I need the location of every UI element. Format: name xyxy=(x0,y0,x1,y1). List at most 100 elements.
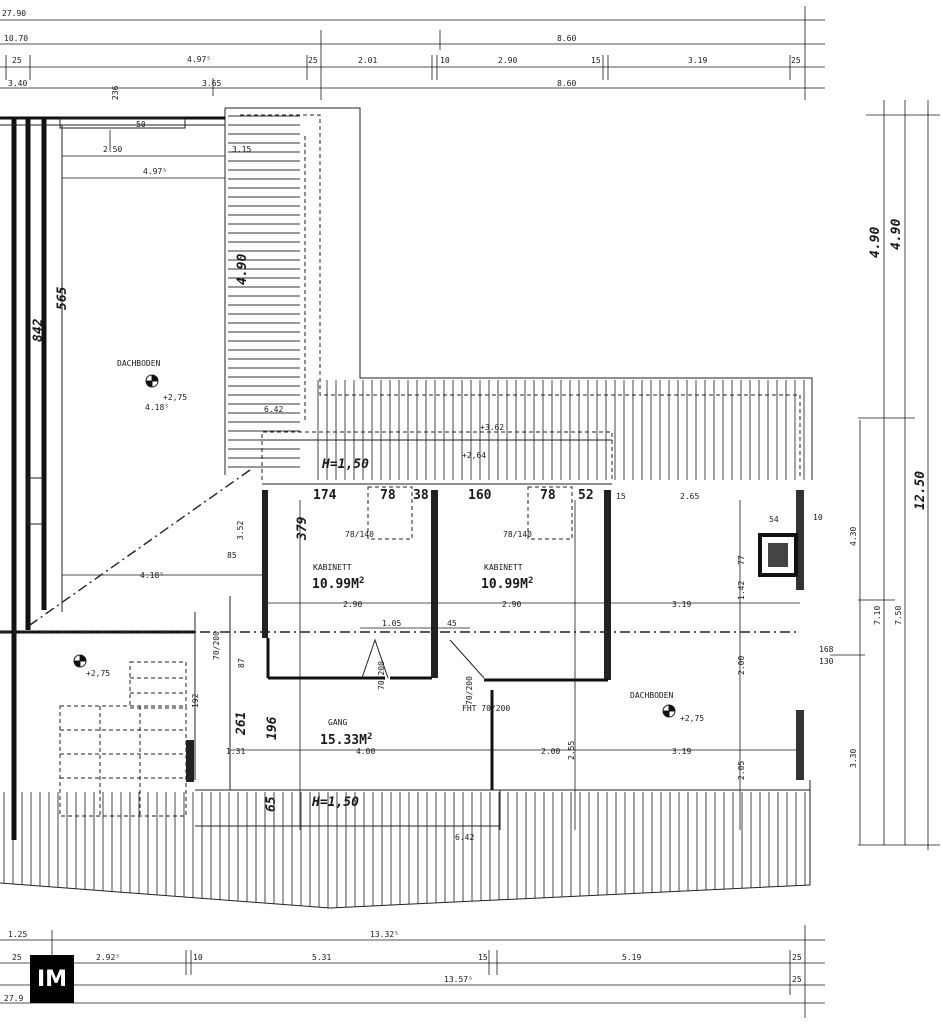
staircase xyxy=(59,661,187,817)
dim-label: 65 xyxy=(264,796,279,812)
dim-label: 2.55 xyxy=(567,741,576,760)
dim-label: 13.57⁵ xyxy=(444,975,473,984)
dim-label: 85 xyxy=(227,551,237,560)
dim-label: 10 xyxy=(813,513,823,522)
dim-label: 4.00 xyxy=(356,747,375,756)
dim-label: 7.50 xyxy=(894,606,903,625)
dim-label: 4.97⁵ xyxy=(187,55,211,64)
dim-label: 168 xyxy=(819,645,834,654)
level-marker-dachboden-top xyxy=(145,374,159,388)
dim-label: 54 xyxy=(769,515,779,524)
dim-label: 1.42 xyxy=(737,581,746,600)
dim-label: 3.65 xyxy=(202,79,221,88)
bottom-dimension-labels: 1.25 13.32⁵ 25 2.92⁵ 10 5.31 15 5.19 25 … xyxy=(4,930,802,1003)
dim-label: 4.97⁵ xyxy=(143,167,167,176)
dim-label: 4.90 xyxy=(235,254,250,285)
dim-label: 160 xyxy=(468,488,492,503)
dim-label: 12.50 xyxy=(913,471,928,510)
dim-label: 78 xyxy=(540,488,556,503)
dim-label: 6.42 xyxy=(264,405,283,414)
room-name-kabinett-2: KABINETT xyxy=(484,563,523,572)
dim-label: 50 xyxy=(136,120,146,129)
room-name-gang: GANG xyxy=(328,718,347,727)
dim-label: 10.70 xyxy=(4,34,28,43)
dim-label: 4.90 xyxy=(889,219,904,250)
dim-label: 27.9 xyxy=(4,994,23,1003)
dim-label: 15 xyxy=(591,56,601,65)
room-area-kabinett-2: 10.99M2 xyxy=(481,576,533,592)
dim-label: 78 xyxy=(380,488,396,503)
dim-label: 77 xyxy=(737,555,746,565)
dim-label: 130 xyxy=(819,657,834,666)
kabinett-labels: 174 78 38 160 78 52 15 2.65 54 78/140 KA… xyxy=(212,405,779,713)
height-line-label-top: H=1,50 xyxy=(321,457,369,472)
dim-label: 8.60 xyxy=(557,34,576,43)
top-dimension-labels: 27.90 10.70 8.60 25 4.97⁵ 25 2.01 10 2.9… xyxy=(2,9,801,88)
room-level-dachboden-top: +2,75 xyxy=(163,393,187,402)
dim-label: 38 xyxy=(413,488,429,503)
dim-label: 3.15 xyxy=(232,145,251,154)
window-label-kabinett-2: 78/140 xyxy=(503,530,532,539)
dim-label: 842 xyxy=(31,318,46,342)
knee-wall-top: H=1,50 xyxy=(261,431,613,480)
dim-label: 10 xyxy=(193,953,203,962)
room-area-gang: 15.33M2 xyxy=(320,732,372,748)
dim-label: 25 xyxy=(12,56,22,65)
roof-ridge-line xyxy=(29,469,251,626)
level-marker-dachboden-right xyxy=(662,704,676,718)
dim-label: 196 xyxy=(265,716,280,740)
dim-label: 25 xyxy=(791,56,801,65)
dim-label: 3.30 xyxy=(849,749,858,768)
left-wing-labels: 2.50 3.15 4.97⁵ 565 842 4.90 DACHBODEN +… xyxy=(31,85,251,580)
dim-label: 3.19 xyxy=(672,600,691,609)
dim-label: 25 xyxy=(12,953,22,962)
gang-labels: GANG 15.33M2 261 196 1.31 4.00 2.00 3.19… xyxy=(86,656,746,842)
dim-label: 4.18⁵ xyxy=(145,403,169,412)
dim-label: 45 xyxy=(447,619,457,628)
dim-label: 2.05 xyxy=(737,761,746,780)
dim-label: 27.90 xyxy=(2,9,26,18)
room-area-kabinett-1: 10.99M2 xyxy=(312,576,364,592)
dim-label: 5.19 xyxy=(622,953,641,962)
room-name-dachboden-right: DACHBODEN xyxy=(630,691,674,700)
dim-label: 13.32⁵ xyxy=(370,930,399,939)
dim-label: 4.90 xyxy=(868,227,883,258)
right-dimension-chains xyxy=(830,100,940,850)
dim-label: 2.65 xyxy=(680,492,699,501)
dim-label: 5.31 xyxy=(312,953,331,962)
dim-label: 6.42 xyxy=(455,833,474,842)
dim-label: 3.52 xyxy=(236,521,245,540)
brand-logo: IM xyxy=(30,955,74,1003)
dim-label: 174 xyxy=(313,488,337,503)
dim-label: 3.40 xyxy=(8,79,27,88)
dim-label: 192 xyxy=(191,693,200,708)
roof-hatching-main-top xyxy=(317,380,805,480)
dim-label: 2.01 xyxy=(358,56,377,65)
dim-label: 1.05 xyxy=(382,619,401,628)
dim-label: 2.90 xyxy=(343,600,362,609)
dim-label: 15 xyxy=(478,953,488,962)
dim-label: 379 xyxy=(295,516,310,541)
dim-label: 4.18⁵ xyxy=(140,571,164,580)
room-name-kabinett-1: KABINETT xyxy=(313,563,352,572)
dim-label: 2.90 xyxy=(502,600,521,609)
dim-label: 10 xyxy=(440,56,450,65)
gang-walls xyxy=(186,490,810,830)
roof-hatching-upper-wing xyxy=(228,115,300,468)
room-name-dachboden-top: DACHBODEN xyxy=(117,359,161,368)
dim-label: 2.92⁵ xyxy=(96,953,120,962)
window-label-kabinett-1: 78/140 xyxy=(345,530,374,539)
dim-label: 4.30 xyxy=(849,527,858,546)
dim-label: 2.90 xyxy=(498,56,517,65)
dim-label: 2.00 xyxy=(541,747,560,756)
left-wing-walls xyxy=(0,116,262,840)
top-dimension-chains xyxy=(0,6,825,100)
door-label: 70/200 xyxy=(465,676,474,705)
room-level-dachboden-right: +2,75 xyxy=(680,714,704,723)
dim-label: 15 xyxy=(616,492,626,501)
dim-label: 2.50 xyxy=(103,145,122,154)
door-label: 70/200 xyxy=(212,631,221,660)
level-marker-stair xyxy=(73,654,87,668)
dim-label: 565 xyxy=(55,286,70,310)
